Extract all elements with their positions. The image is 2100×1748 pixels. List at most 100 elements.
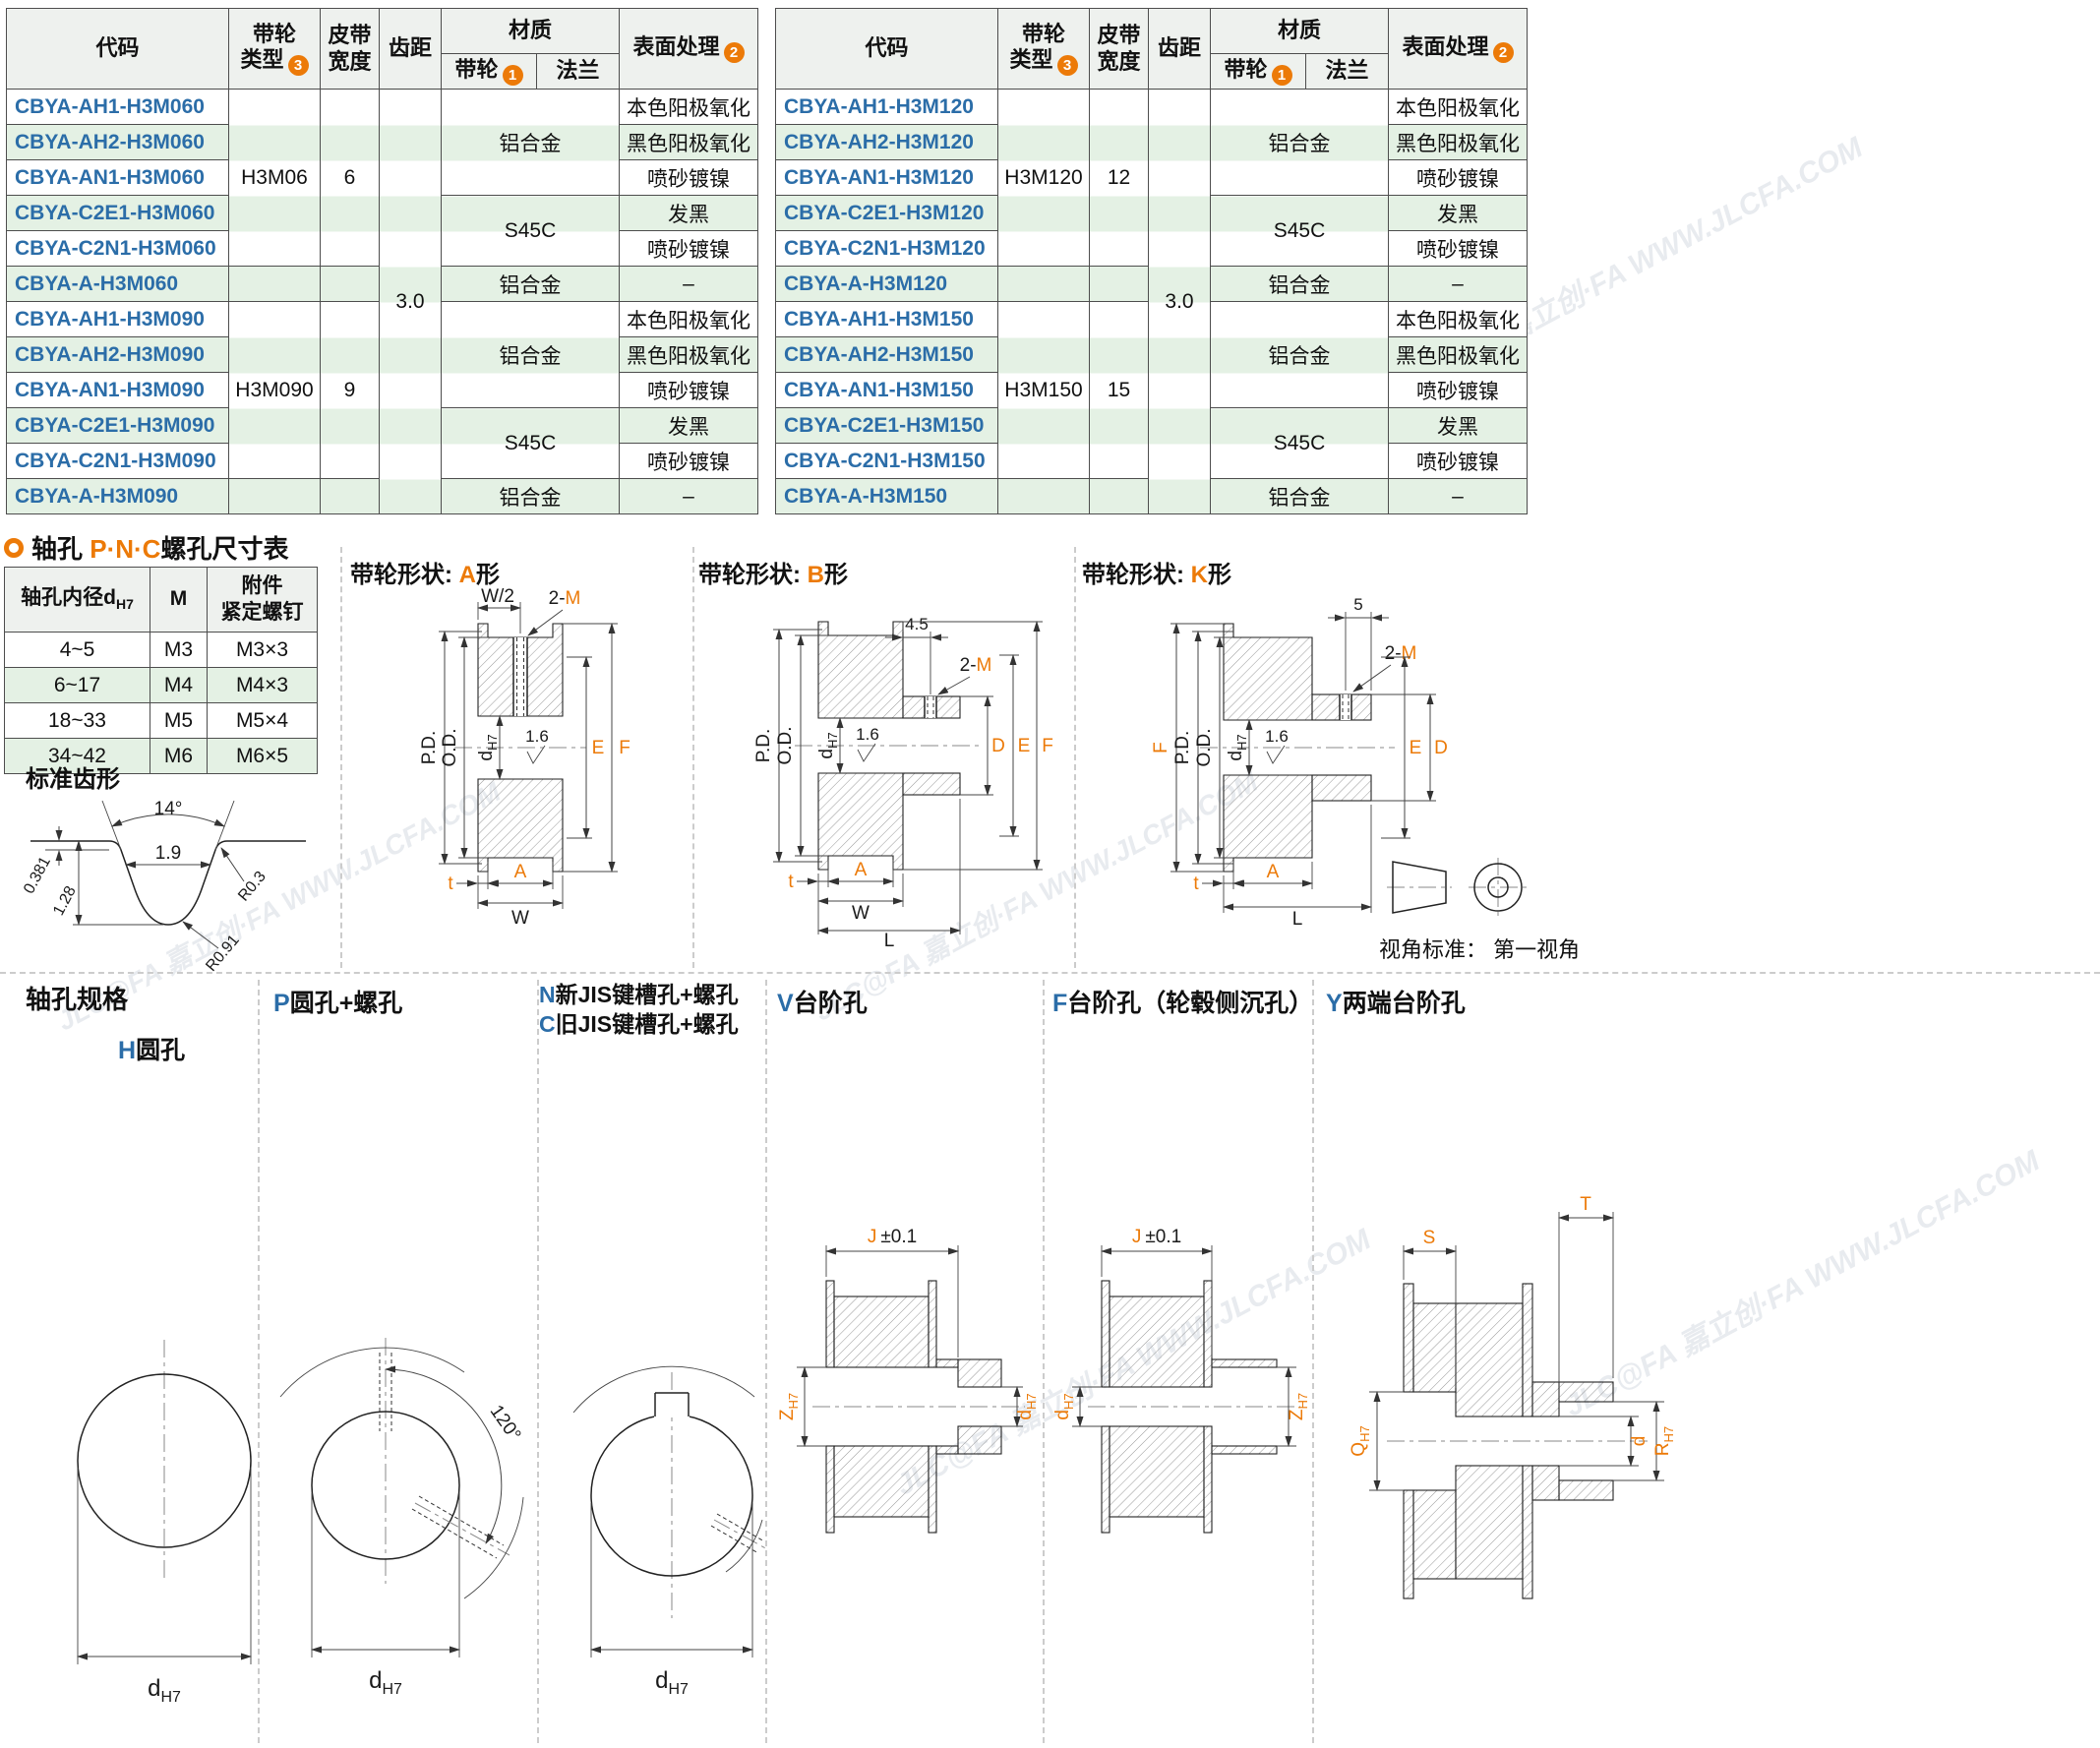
dim-d-small: d (1629, 1436, 1650, 1447)
bore-f-drawing: J±0.1 dH7 ZH7 (1052, 1227, 1310, 1534)
screw-cell: M3×3 (207, 632, 318, 668)
dim-pd: P.D. (1172, 731, 1193, 765)
surface-cell: 喷砂镀镍 (1388, 372, 1528, 408)
first-angle-projection-symbol (1387, 858, 1528, 917)
dim-t: t (448, 874, 453, 894)
dim-f: F (619, 738, 630, 758)
dim-roughness: 1.6 (856, 725, 879, 744)
col-header-belt-width: 皮带宽度 (320, 8, 380, 90)
code-cell: CBYA-AN1-H3M060 (6, 159, 229, 196)
circle-badge: 2 (1492, 42, 1514, 64)
dim-w: W (852, 903, 870, 924)
shape-b-drawing: 4.5 2-M P.D. O.D. dH7 1.6 D E F t A (753, 615, 1053, 951)
material-cell: 铝合金 (441, 266, 620, 302)
dim-j: J±0.1 (868, 1227, 917, 1247)
surface-cell: 发黑 (1388, 195, 1528, 231)
dim-r: RH7 (1652, 1426, 1676, 1456)
belt-width-cell (320, 478, 380, 514)
dim-z: ZH7 (777, 1393, 801, 1420)
dim-d: D (991, 736, 1005, 756)
surface-cell: 本色阳极氧化 (619, 301, 758, 337)
bore-range-cell: 4~5 (4, 632, 150, 668)
col-header-code: 代码 (6, 8, 229, 90)
surface-cell: 喷砂镀镍 (1388, 159, 1528, 196)
dim-bore-dia: dH7 (1226, 734, 1249, 760)
dim-tooth-tip-radius: R0.3 (235, 869, 270, 905)
pulley-type-cell: H3M090 (228, 301, 321, 479)
dim-5: 5 (1353, 595, 1362, 614)
surface-cell: 黑色阳极氧化 (1388, 124, 1528, 160)
bore-range-cell: 18~33 (4, 702, 150, 739)
code-cell: CBYA-AN1-H3M120 (775, 159, 998, 196)
shape-b-title: 带轮形状: B形 (698, 562, 849, 588)
surface-cell: 喷砂镀镍 (619, 230, 758, 267)
code-cell: CBYA-A-H3M090 (6, 478, 229, 514)
code-cell: CBYA-AH2-H3M150 (775, 336, 998, 373)
dim-tooth-depth: 1.28 (50, 883, 80, 919)
col-header-code: 代码 (775, 8, 998, 90)
dim-f: F (1151, 742, 1171, 753)
pulley-type-cell: H3M120 (997, 89, 1090, 267)
pulley-type-cell (228, 478, 321, 514)
divider (692, 547, 694, 968)
dim-a: A (855, 860, 868, 880)
dim-bore-dia: dH7 (148, 1675, 181, 1706)
pulley-b-cross-section (795, 621, 984, 871)
bore-h-label: H圆孔 (118, 1037, 186, 1064)
table-row: CBYA-AN1-H3M060 喷砂镀镍 (6, 159, 758, 196)
code-cell: CBYA-A-H3M120 (775, 266, 998, 302)
material-cell: S45C (1210, 195, 1389, 267)
belt-width-cell: 9 (320, 301, 380, 479)
circle-badge: 2 (723, 42, 745, 64)
col-header-material: 材质 (1210, 8, 1389, 54)
dim-bore-dia: dH7 (369, 1667, 402, 1698)
bore-p-drawing: 120° dH7 (279, 1338, 524, 1698)
bore-c-label: C旧JIS键槽孔+螺孔 (539, 1011, 739, 1037)
bore-h-drawing: dH7 (77, 1340, 252, 1706)
material-cell: S45C (441, 195, 620, 267)
bore-v-label: V台阶孔 (777, 990, 868, 1017)
dim-bore-dia: dH7 (476, 734, 500, 760)
circle-badge: 3 (1056, 55, 1078, 77)
dim-s: S (1423, 1228, 1436, 1248)
code-cell: CBYA-AH1-H3M150 (775, 301, 998, 337)
code-cell: CBYA-AN1-H3M090 (6, 372, 229, 408)
bore-spec-title: 轴孔规格 (26, 985, 129, 1014)
surface-cell: – (619, 266, 758, 302)
surface-cell: – (1388, 478, 1528, 514)
divider (340, 547, 342, 968)
surface-cell: 喷砂镀镍 (619, 159, 758, 196)
surface-cell: 喷砂镀镍 (1388, 230, 1528, 267)
code-cell: CBYA-C2N1-H3M150 (775, 443, 998, 479)
divider (258, 980, 260, 1743)
material-cell: 铝合金 (1210, 301, 1389, 408)
dim-bore-dia: dH7 (1015, 1393, 1039, 1419)
code-cell: CBYA-AH1-H3M120 (775, 89, 998, 125)
dim-bore-dia: dH7 (816, 732, 840, 758)
dim-q: QH7 (1349, 1425, 1372, 1456)
surface-cell: 本色阳极氧化 (1388, 89, 1528, 125)
surface-cell: 喷砂镀镍 (619, 372, 758, 408)
material-cell: S45C (1210, 407, 1389, 479)
pulley-type-cell (997, 266, 1090, 302)
dim-tooth-angle: 14° (154, 799, 183, 819)
